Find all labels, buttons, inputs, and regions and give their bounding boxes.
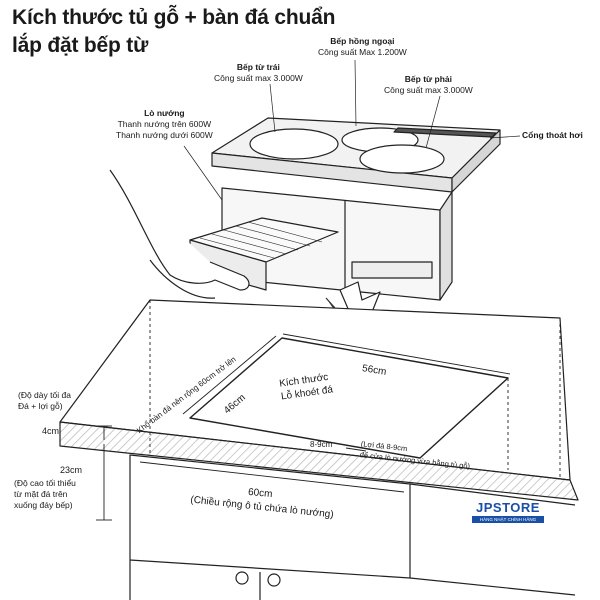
height-note: (Độ cao tối thiểu từ mặt đá trên xuống đ… — [14, 478, 76, 511]
label-right-name: Bếp từ phải — [404, 74, 453, 84]
left-burner — [249, 128, 339, 160]
thickness-note-1: (Độ dày tối đa — [18, 390, 71, 400]
label-infrared-power: Công suất Max 1.200W — [318, 47, 407, 57]
title-line-2: lắp đặt bếp từ — [12, 34, 149, 57]
label-oven-bottom: Thanh nướng dưới 600W — [116, 130, 213, 140]
label-oven-top: Thanh nướng trên 600W — [117, 119, 212, 129]
door-knob-left — [235, 571, 249, 585]
label-right-power: Công suất max 3.000W — [384, 85, 473, 95]
label-oven-name: Lò nướng — [144, 108, 185, 118]
brand-tagline: HÀNG NHẬT CHÍNH HÃNG — [472, 516, 544, 523]
label-oven: Lò nướng Thanh nướng trên 600W Thanh nướ… — [116, 108, 213, 141]
height-note-1: (Độ cao tối thiểu — [14, 478, 76, 488]
height-note-3: xuống đáy bếp) — [14, 500, 73, 510]
cabinet-width: 60cm — [247, 486, 273, 501]
vent-strip — [393, 127, 497, 138]
thickness-note-2: Đá + lợi gỗ) — [18, 401, 63, 411]
label-vent: Cổng thoát hơi — [522, 130, 583, 140]
door-knob-right — [267, 573, 281, 587]
height-dim: 23cm — [60, 465, 83, 475]
height-note-2: từ mặt đá trên — [14, 489, 68, 499]
brand-logo: JPSTORE HÀNG NHẬT CHÍNH HÃNG — [472, 500, 544, 523]
thickness-dim: 4cm — [42, 426, 60, 436]
thickness-note: (Độ dày tối đa Đá + lợi gỗ) — [18, 390, 71, 412]
gap-dim: 8-9cm — [310, 440, 333, 449]
brand-name: JPSTORE — [476, 500, 540, 515]
label-left-power: Công suất max 3.000W — [214, 73, 303, 83]
hand — [109, 169, 250, 291]
oven-control-panel — [351, 261, 433, 279]
label-infrared-name: Bếp hồng ngoại — [330, 36, 395, 46]
right-burner — [359, 144, 445, 174]
label-left: Bếp từ trái Công suất max 3.000W — [214, 62, 303, 84]
counter-edge — [59, 421, 579, 501]
label-left-name: Bếp từ trái — [236, 62, 280, 72]
title-line-1: Kích thước tủ gỗ + bàn đá chuẩn — [12, 6, 336, 29]
label-infrared: Bếp hồng ngoại Công suất Max 1.200W — [318, 36, 407, 58]
label-right: Bếp từ phải Công suất max 3.000W — [384, 74, 473, 96]
cooktop-side — [451, 129, 501, 193]
oven-side — [439, 191, 453, 301]
